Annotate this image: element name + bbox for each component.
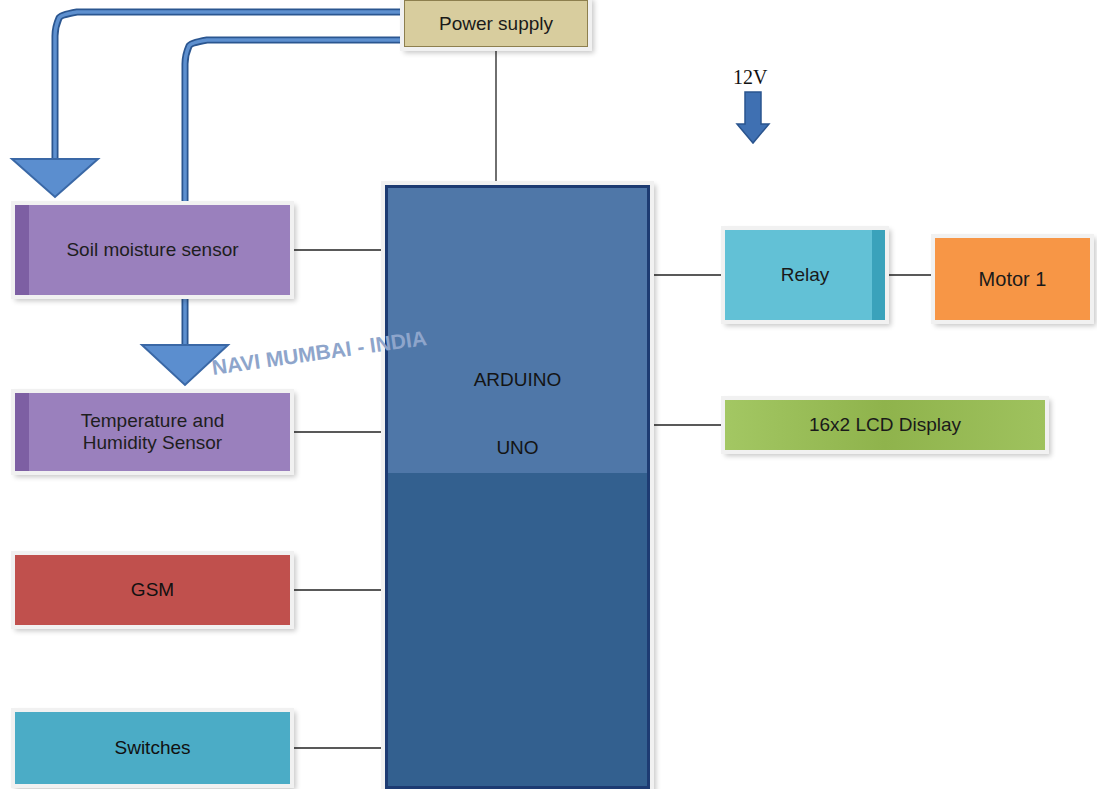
box-label: Motor 1: [979, 268, 1047, 291]
arrow-shaft: [55, 12, 404, 159]
signal-line: [885, 275, 935, 276]
wire: [290, 249, 385, 250]
wire: [885, 274, 935, 275]
signal-line: [290, 250, 385, 251]
box-label: ARDUINO UNO: [465, 346, 570, 482]
voltage-label: 12V: [733, 66, 767, 89]
arrow-shaft-outline: [185, 40, 404, 345]
signal-line: [496, 47, 497, 185]
wire: [650, 274, 725, 275]
box-label: Temperature and Humidity Sensor: [65, 410, 240, 454]
arrow-shaft: [185, 40, 404, 345]
box-label: GSM: [131, 579, 174, 601]
supply-arrow-12v: [737, 92, 769, 143]
signal-line: [290, 590, 385, 591]
wire: [650, 424, 725, 425]
box-label: Power supply: [439, 13, 553, 35]
box-label: Soil moisture sensor: [66, 239, 238, 261]
switch-box: Switches: [15, 712, 290, 784]
wire: [495, 47, 496, 185]
wire: [290, 589, 385, 590]
signal-line: [290, 432, 385, 433]
sensor-box: Temperature and Humidity Sensor: [15, 393, 290, 471]
relay-box: Relay: [725, 230, 885, 320]
box-label: Relay: [781, 264, 830, 286]
box-label: 16x2 LCD Display: [809, 414, 961, 436]
gsm-box: GSM: [15, 555, 290, 625]
arrow-shaft-outline: [55, 12, 404, 159]
signal-line: [290, 748, 385, 749]
signal-line: [650, 275, 725, 276]
wire: [290, 747, 385, 748]
display-box: 16x2 LCD Display: [725, 400, 1045, 450]
power-supply-box: Power supply: [404, 0, 588, 47]
arrow-head: [12, 159, 98, 197]
down-arrow: [737, 92, 769, 143]
box-label: Switches: [114, 737, 190, 759]
signal-line: [650, 425, 725, 426]
wire: [290, 431, 385, 432]
motor-box: Motor 1: [935, 238, 1090, 320]
controller-box: ARDUINO UNO: [385, 185, 650, 789]
sensor-box: Soil moisture sensor: [15, 205, 290, 295]
